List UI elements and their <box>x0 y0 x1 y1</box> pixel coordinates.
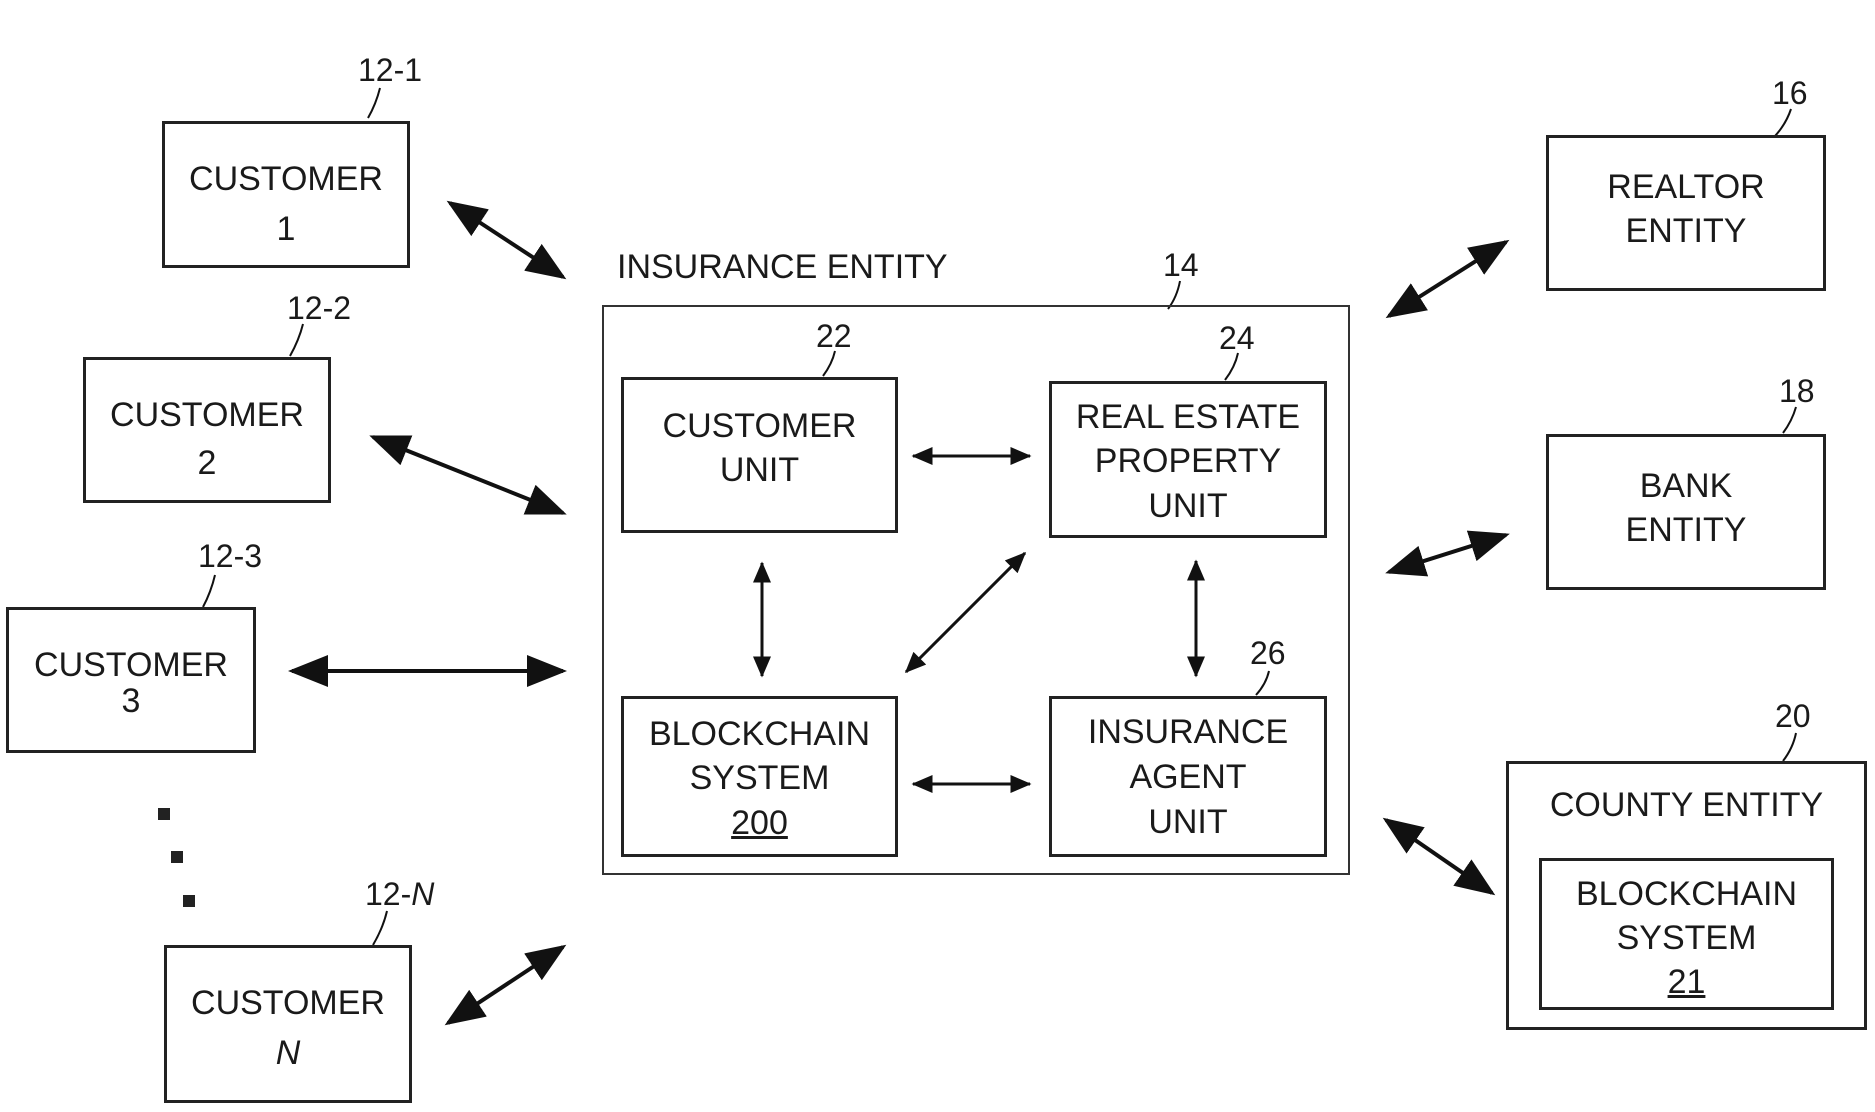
leader-16 <box>1775 109 1791 136</box>
arrow-customer1-insurance <box>450 203 563 277</box>
ref-customer-3: 12-3 <box>198 540 262 572</box>
arrow-customerN-insurance <box>448 947 563 1023</box>
ellipsis-dot-1 <box>158 808 170 820</box>
customer-unit-line1: CUSTOMER <box>624 407 895 446</box>
ref-customer-n: 12-N <box>365 878 434 910</box>
customer-1-number: 1 <box>165 210 407 249</box>
county-entity-title: COUNTY ENTITY <box>1509 786 1864 825</box>
insurance-agent-unit-box: INSURANCE AGENT UNIT <box>1049 696 1327 857</box>
ref-customer-2: 12-2 <box>287 292 351 324</box>
customer-3-number: 3 <box>9 682 253 721</box>
insurance-agent-line1: INSURANCE <box>1052 713 1324 752</box>
leader-12-2 <box>290 324 303 356</box>
blockchain-system-21-box: BLOCKCHAIN SYSTEM 21 <box>1539 858 1834 1010</box>
customer-3-label: CUSTOMER <box>9 646 253 685</box>
insurance-agent-line3: UNIT <box>1052 803 1324 842</box>
realtor-entity-line1: REALTOR <box>1549 168 1823 207</box>
blockchain-21-line2: SYSTEM <box>1542 919 1831 958</box>
insurance-entity-title: INSURANCE ENTITY <box>617 250 948 284</box>
customer-unit-line2: UNIT <box>624 451 895 490</box>
customer-2-label: CUSTOMER <box>86 396 328 435</box>
leader-12-3 <box>203 575 215 607</box>
ref-insurance-entity: 14 <box>1163 249 1199 281</box>
blockchain-200-line2: SYSTEM <box>624 759 895 798</box>
real-estate-unit-line1: REAL ESTATE <box>1052 398 1324 437</box>
leader-18 <box>1783 407 1796 433</box>
customer-3-box: CUSTOMER 3 <box>6 607 256 753</box>
bank-entity-box: BANK ENTITY <box>1546 434 1826 590</box>
customer-n-label: CUSTOMER <box>167 984 409 1023</box>
blockchain-21-line1: BLOCKCHAIN <box>1542 875 1831 914</box>
arrow-insurance-county <box>1386 820 1492 893</box>
ellipsis-dot-3 <box>183 895 195 907</box>
leader-20 <box>1783 733 1796 761</box>
bank-entity-line2: ENTITY <box>1549 511 1823 550</box>
ref-customer-unit: 22 <box>816 320 852 352</box>
real-estate-unit-line2: PROPERTY <box>1052 442 1324 481</box>
blockchain-21-number: 21 <box>1542 963 1831 1002</box>
ref-bank-entity: 18 <box>1779 375 1815 407</box>
ref-realtor-entity: 16 <box>1772 77 1808 109</box>
customer-n-number: N <box>167 1034 409 1073</box>
arrow-insurance-bank <box>1389 535 1506 572</box>
real-estate-unit-line3: UNIT <box>1052 487 1324 526</box>
blockchain-system-200-box: BLOCKCHAIN SYSTEM 200 <box>621 696 898 857</box>
ellipsis-dot-2 <box>171 851 183 863</box>
customer-unit-box: CUSTOMER UNIT <box>621 377 898 533</box>
customer-1-box: CUSTOMER 1 <box>162 121 410 268</box>
customer-n-box: CUSTOMER N <box>164 945 412 1103</box>
ref-customer-1: 12-1 <box>358 54 422 86</box>
bank-entity-line1: BANK <box>1549 467 1823 506</box>
realtor-entity-box: REALTOR ENTITY <box>1546 135 1826 291</box>
leader-12-N <box>373 911 387 945</box>
ref-county-entity: 20 <box>1775 700 1811 732</box>
customer-1-label: CUSTOMER <box>165 160 407 199</box>
arrow-customer2-insurance <box>373 437 563 513</box>
insurance-agent-line2: AGENT <box>1052 758 1324 797</box>
real-estate-unit-box: REAL ESTATE PROPERTY UNIT <box>1049 381 1327 538</box>
ref-real-estate-unit: 24 <box>1219 322 1255 354</box>
customer-2-number: 2 <box>86 444 328 483</box>
customer-2-box: CUSTOMER 2 <box>83 357 331 503</box>
ref-insurance-agent-unit: 26 <box>1250 637 1286 669</box>
leader-12-1 <box>368 88 380 118</box>
realtor-entity-line2: ENTITY <box>1549 212 1823 251</box>
blockchain-200-number: 200 <box>624 804 895 843</box>
arrow-insurance-realtor <box>1389 242 1506 316</box>
blockchain-200-line1: BLOCKCHAIN <box>624 715 895 754</box>
